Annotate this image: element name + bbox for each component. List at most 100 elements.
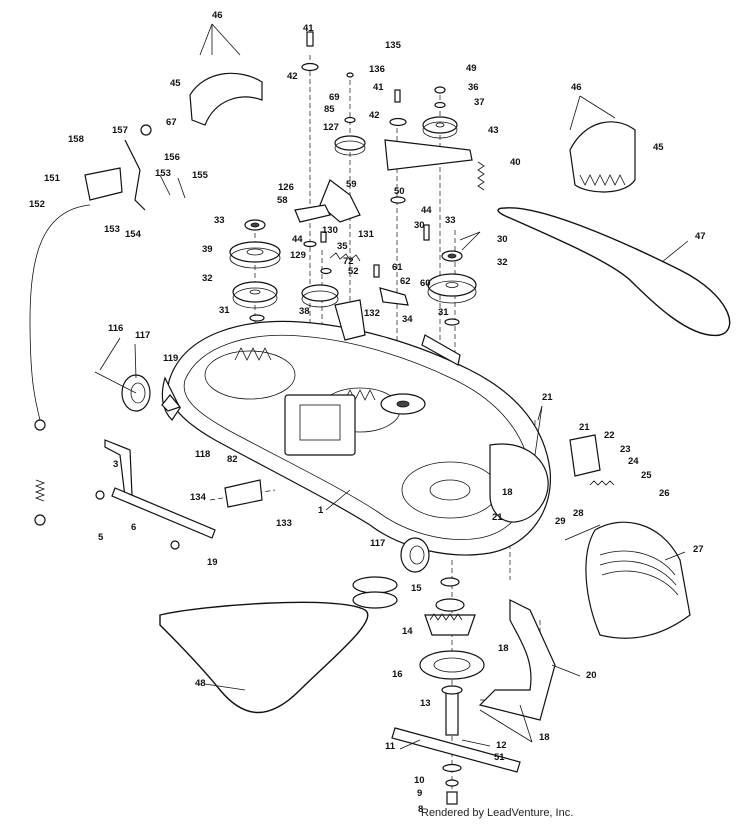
part-number-26: 26 [659,488,670,499]
part-number-116: 116 [108,323,123,334]
spindle-assembly [352,576,521,805]
belt-48 [159,601,369,714]
part-number-36: 36 [468,82,479,93]
part-number-43: 43 [488,125,499,136]
part-number-35: 35 [337,241,348,252]
part-number-154: 154 [125,229,142,240]
washer-9 [445,779,459,787]
part-number-158: 158 [68,134,84,145]
part-number-42: 42 [287,71,298,82]
pulley-39 [229,241,281,269]
part-number-18: 18 [539,732,550,743]
mower-deck-shell [161,320,552,556]
part-number-30: 30 [497,234,508,245]
idler-pulley-37 [422,116,458,139]
part-number-33: 33 [445,215,456,226]
spindle-shaft-13 [441,685,463,736]
washer-31-left [249,314,265,322]
part-number-38: 38 [299,306,310,317]
nut-33-right [441,250,463,262]
part-number-153: 153 [155,168,171,179]
pulley-group [229,116,477,326]
part-number-48: 48 [195,678,206,689]
bracket-34 [421,334,461,366]
washer-10 [442,763,462,773]
part-number-129: 129 [290,250,306,261]
idler-pulley-127 [334,135,366,156]
belts [159,207,731,714]
part-number-155: 155 [192,170,209,181]
fasteners [301,31,446,278]
clip-5 [95,490,105,500]
cable-152 [29,204,91,421]
part-number-33: 33 [214,215,225,226]
part-number-127: 127 [323,122,339,133]
pulley-32-left [232,281,278,309]
part-number-126: 126 [278,182,294,193]
idler-arms-and-brackets [294,139,615,486]
part-number-22: 22 [604,430,615,441]
lift-link-6 [111,487,216,539]
part-number-21: 21 [542,392,553,403]
part-number-82: 82 [227,454,238,465]
part-number-52: 52 [348,266,359,277]
hanger-brackets [95,439,263,550]
part-number-37: 37 [474,97,485,108]
belt-cover-45-right [569,121,636,193]
spring-131 [329,252,361,262]
part-number-131: 131 [358,229,375,240]
part-number-21: 21 [492,512,503,523]
hanger-3 [104,439,133,498]
part-number-130: 130 [322,225,338,236]
part-number-32: 32 [497,257,508,268]
part-number-6: 6 [131,522,136,533]
part-number-133: 133 [276,518,292,529]
part-number-20: 20 [586,670,597,681]
part-number-8: 8 [418,804,423,815]
discharge-chute [564,434,691,639]
part-number-135: 135 [385,40,402,51]
part-number-118: 118 [195,449,210,460]
spring-24 [589,480,615,486]
idler-arm-43 [384,139,473,171]
part-number-25: 25 [641,470,652,481]
part-number-59: 59 [346,179,357,190]
arm-126 [294,204,331,223]
part-number-21: 21 [579,422,590,433]
rod-29 [564,524,601,541]
bracket-22 [569,434,601,477]
pulley-32-right [427,273,477,304]
part-number-156: 156 [164,152,180,163]
callout-leader-lines [99,23,689,750]
bracket-59 [319,179,361,223]
bracket-132 [334,299,366,341]
part-number-62: 62 [400,276,411,287]
part-number-44: 44 [292,234,303,245]
part-number-34: 34 [402,314,413,325]
part-number-85: 85 [324,104,335,115]
part-number-3: 3 [113,459,118,470]
part-number-24: 24 [628,456,639,467]
part-number-1: 1 [318,505,324,516]
part-number-47: 47 [695,231,706,242]
lift-lever-assembly [29,124,186,526]
part-number-12: 12 [496,740,507,751]
part-number-15: 15 [411,583,422,594]
part-number-44: 44 [421,205,432,216]
part-number-72: 72 [343,256,354,267]
part-number-45: 45 [170,78,181,89]
bracket-62 [379,287,409,306]
part-number-49: 49 [466,63,477,74]
part-number-45: 45 [653,142,664,153]
baffle-20 [478,599,556,721]
part-number-46: 46 [571,82,582,93]
part-number-18: 18 [502,487,513,498]
part-number-18: 18 [498,643,509,654]
axle-bolt-116 [94,371,137,394]
bolt-19 [170,540,180,550]
part-number-67: 67 [166,117,177,128]
bolt-8 [446,791,458,805]
part-number-11: 11 [385,741,396,752]
